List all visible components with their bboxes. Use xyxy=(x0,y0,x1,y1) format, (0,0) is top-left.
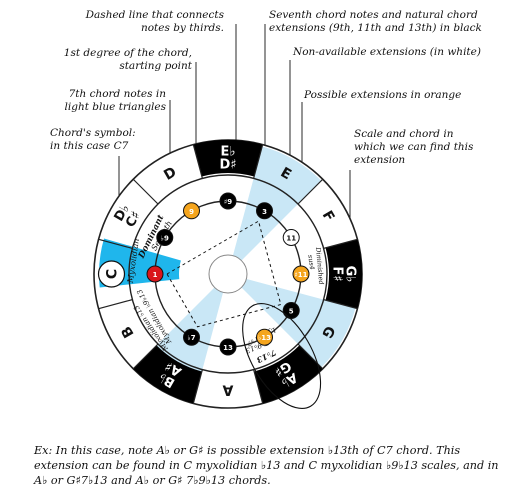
note-label-8: A♭G♯ xyxy=(271,358,300,391)
seventh-triangle xyxy=(228,274,356,368)
annotation-possible-ext: Possible extensions in orange xyxy=(304,89,462,101)
note-divider xyxy=(323,238,358,249)
degree-dot-label: ♯11 xyxy=(294,271,307,279)
degree-dot-label: 3 xyxy=(262,208,267,216)
degree-dot-label: 13 xyxy=(223,344,233,352)
degree-dot-label: ♭9 xyxy=(161,235,169,243)
caption-example: Ex: In this case, note A♭ or G♯ is possi… xyxy=(34,444,499,487)
note-divider xyxy=(192,144,203,179)
note-label-10: B♭A♯ xyxy=(156,358,184,390)
degree-dot xyxy=(219,338,237,356)
degree-dot-label: 1 xyxy=(153,271,158,279)
note-divider xyxy=(132,343,159,370)
hub xyxy=(208,254,248,294)
note-divider xyxy=(297,343,324,370)
note-text: A♭ xyxy=(278,369,300,390)
note-label-6: G♭F♯ xyxy=(330,266,358,283)
note-ring xyxy=(128,174,328,374)
note-label-0: C xyxy=(97,260,126,288)
chord-wheel-diagram: CD♭C♯DE♭D♯EFG♭F♯GA♭G♯AB♭A♯BMyxolidianDom… xyxy=(93,24,363,409)
label-sus: sus4 xyxy=(306,254,316,270)
note-divider xyxy=(98,299,133,310)
chord-symbol-circle xyxy=(97,260,126,288)
label-diminished: Diminished xyxy=(314,246,325,285)
degree-dot xyxy=(183,328,200,346)
annotation-non-available: Non-available extensions (in white) xyxy=(293,46,481,58)
black-note-segment xyxy=(325,239,362,309)
note-text: F♯ xyxy=(330,266,345,281)
annotation-seventh-ext: Seventh chord notes and natural chord ex… xyxy=(269,9,482,34)
note-text: G♭ xyxy=(343,266,358,283)
degree-dot-label: ♯9 xyxy=(224,198,232,206)
note-text: E♭ xyxy=(220,145,235,160)
note-text: B♭ xyxy=(156,369,177,390)
degree-dot-label: 5 xyxy=(289,308,294,316)
note-label-1: D♭C♯ xyxy=(112,202,144,230)
degree-dot xyxy=(256,202,273,220)
note-text: D♯ xyxy=(219,158,236,173)
degree-dot-label: ♭13 xyxy=(258,334,271,342)
note-label-9: A xyxy=(222,382,233,398)
black-note-segment xyxy=(254,345,323,404)
degree-dot xyxy=(292,265,310,283)
note-divider xyxy=(132,178,159,205)
note-divider xyxy=(192,369,203,404)
degree-dot xyxy=(282,302,300,319)
note-divider xyxy=(253,369,264,404)
note-divider xyxy=(323,299,358,310)
note-divider xyxy=(297,178,324,205)
note-text: A xyxy=(222,382,233,398)
note-text: C♯ xyxy=(123,209,144,230)
annotation-scale-chord: Scale and chord in which we can find thi… xyxy=(354,128,474,166)
black-note-segment xyxy=(193,139,263,177)
annotation-seventh-notes: 7th chord notes in light blue triangles xyxy=(64,88,166,113)
note-text: G♯ xyxy=(271,358,293,379)
degree-dot-label: 11 xyxy=(286,235,296,243)
degree-dot xyxy=(256,328,273,346)
degree-dot xyxy=(156,229,174,246)
note-text: A♯ xyxy=(163,358,185,379)
degree-dot xyxy=(146,265,164,283)
seventh-triangle xyxy=(228,146,322,274)
note-divider xyxy=(253,144,264,179)
note-text: C xyxy=(105,269,121,279)
black-note-segment xyxy=(133,345,202,404)
degree-dot-label: ♭7 xyxy=(187,334,195,342)
annotation-symbol: Chord's symbol: in this case C7 xyxy=(50,127,136,152)
note-divider xyxy=(98,238,133,249)
note-text: D♭ xyxy=(112,202,133,224)
degree-dot xyxy=(183,202,200,220)
wheel: CD♭C♯DE♭D♯EFG♭F♯GA♭G♯AB♭A♯BMyxolidianDom… xyxy=(93,139,363,409)
degree-dot-label: 9 xyxy=(189,208,194,216)
degree-dot xyxy=(219,192,237,210)
degree-dot xyxy=(282,229,300,246)
scale-chord-ellipse xyxy=(242,303,322,409)
annotation-dashed-line: Dashed line that connects notes by third… xyxy=(85,9,224,34)
note-label-3: E♭D♯ xyxy=(219,145,236,173)
annotation-first-degree: 1st degree of the chord, starting point xyxy=(63,47,192,72)
